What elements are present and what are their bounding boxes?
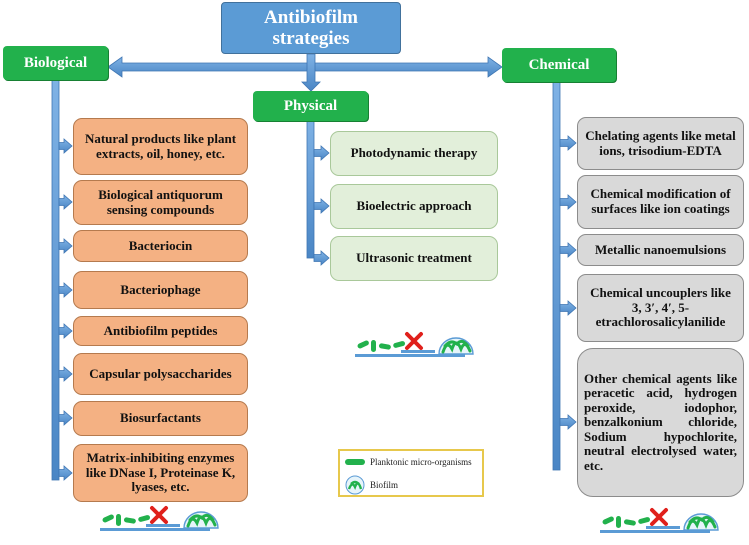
biological-item-label: Antibiofilm peptides xyxy=(103,322,218,338)
biological-branch-arrow xyxy=(58,366,73,382)
chemical-item: Chemical uncouplers like 3, 3′, 4′, 5-et… xyxy=(577,274,744,342)
legend-biofilm-label: Biofilm xyxy=(370,480,399,490)
biological-item: Capsular polysaccharides xyxy=(73,353,248,395)
biological-item: Antibiofilm peptides xyxy=(73,316,248,346)
biological-branch-arrow xyxy=(58,410,73,426)
biological-item-label: Bacteriocin xyxy=(128,237,193,253)
biological-branch-arrow xyxy=(58,323,73,339)
category-physical: Physical xyxy=(253,91,368,121)
physical-branch-arrow xyxy=(313,145,330,161)
physical-branch-arrow xyxy=(313,250,330,266)
biofilm-icon xyxy=(345,475,365,495)
chemical-branch-arrow xyxy=(559,300,577,316)
title-to-physical-arrow xyxy=(301,53,321,92)
chemical-branch-arrow xyxy=(559,194,577,210)
chemical-item: Metallic nanoemulsions xyxy=(577,234,744,266)
biological-item: Natural products like plant extracts, oi… xyxy=(73,118,248,175)
biofilm-inhibition-icon xyxy=(100,506,219,531)
biofilm-inhibition-icon xyxy=(600,508,719,533)
chemical-item: Chemical modification of surfaces like i… xyxy=(577,175,744,229)
biological-branch-arrow xyxy=(58,238,73,254)
biological-item-label: Matrix-inhibiting enzymes like DNase I, … xyxy=(85,450,236,495)
category-biological: Biological xyxy=(3,46,108,80)
biological-item: Biological antiquorum sensing compounds xyxy=(73,180,248,225)
physical-item-label: Bioelectric approach xyxy=(356,198,472,214)
physical-item-label: Photodynamic therapy xyxy=(350,145,478,161)
legend-biofilm: Biofilm xyxy=(344,475,398,495)
biological-item: Bacteriocin xyxy=(73,230,248,262)
chemical-item-label: Metallic nanoemulsions xyxy=(594,241,727,257)
chemical-item-label: Other chemical agents like peracetic aci… xyxy=(584,370,737,473)
biological-item-label: Natural products like plant extracts, oi… xyxy=(84,130,237,161)
legend-planktonic: Planktonic micro-organisms xyxy=(344,457,472,467)
biological-item-label: Biosurfactants xyxy=(120,410,201,426)
biological-branch-arrow xyxy=(58,282,73,298)
physical-item: Photodynamic therapy xyxy=(330,131,498,176)
page-title-text: Antibiofilm strategies xyxy=(264,6,358,49)
chemical-item-label: Chelating agents like metal ions, trisod… xyxy=(585,127,736,158)
biological-trunk xyxy=(51,79,60,481)
biological-item-label: Capsular polysaccharides xyxy=(89,365,232,381)
biological-branch-arrow xyxy=(58,138,73,154)
biological-item: Biosurfactants xyxy=(73,401,248,436)
biological-branch-arrow xyxy=(58,194,73,210)
biological-item-label: Bacteriophage xyxy=(120,281,201,297)
physical-item-label: Ultrasonic treatment xyxy=(356,250,472,266)
category-double-arrow xyxy=(107,56,503,78)
chemical-branch-arrow xyxy=(559,135,577,151)
chemical-item: Other chemical agents like peracetic aci… xyxy=(577,348,744,497)
chemical-branch-arrow xyxy=(559,242,577,258)
chemical-item: Chelating agents like metal ions, trisod… xyxy=(577,117,744,170)
physical-item: Bioelectric approach xyxy=(330,184,498,229)
chemical-branch-arrow xyxy=(559,414,577,430)
category-physical-label: Physical xyxy=(283,97,338,114)
chemical-item-label: Chemical uncouplers like 3, 3′, 4′, 5-et… xyxy=(590,285,731,330)
biological-item: Matrix-inhibiting enzymes like DNase I, … xyxy=(73,444,248,502)
biological-item-label: Biological antiquorum sensing compounds xyxy=(98,186,223,217)
biological-branch-arrow xyxy=(58,465,73,481)
category-chemical: Chemical xyxy=(502,48,616,82)
category-chemical-label: Chemical xyxy=(528,56,590,73)
physical-trunk xyxy=(306,117,315,259)
biofilm-inhibition-icon xyxy=(355,332,474,357)
chemical-trunk xyxy=(552,79,561,471)
physical-item: Ultrasonic treatment xyxy=(330,236,498,281)
biological-item: Bacteriophage xyxy=(73,271,248,309)
legend: Planktonic micro-organisms Biofilm xyxy=(338,449,484,497)
chemical-item-label: Chemical modification of surfaces like i… xyxy=(590,186,731,216)
legend-planktonic-label: Planktonic micro-organisms xyxy=(370,457,472,467)
planktonic-icon xyxy=(345,459,365,465)
category-biological-label: Biological xyxy=(23,54,88,71)
physical-branch-arrow xyxy=(313,198,330,214)
page-title: Antibiofilm strategies xyxy=(221,2,401,54)
